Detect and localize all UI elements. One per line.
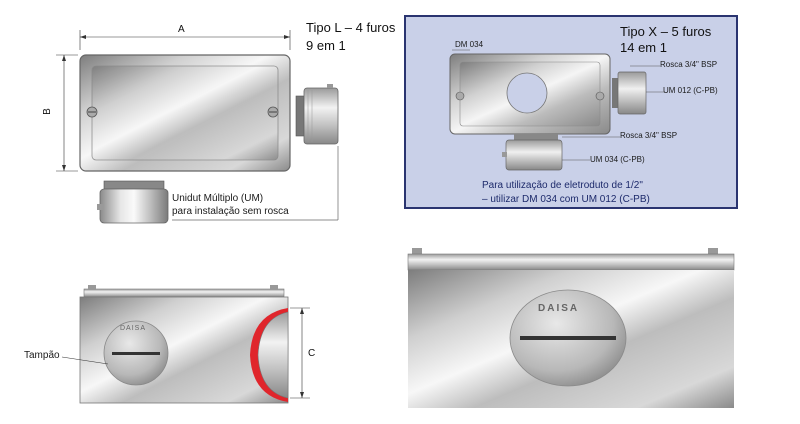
large-view-box — [407, 248, 735, 408]
tipo-l-box — [79, 54, 291, 172]
label-um012: UM 012 (C-PB) — [663, 86, 718, 95]
dimension-b-label: B — [41, 108, 53, 115]
dimension-c — [290, 307, 310, 399]
tipo-x-title-line1: Tipo X – 5 furos — [620, 24, 712, 39]
dimension-c-label: C — [308, 348, 316, 359]
tipo-x-note-line2: – utilizar DM 034 com UM 012 (C-PB) — [482, 194, 650, 205]
dimension-a — [79, 30, 291, 50]
tampao-leader — [61, 356, 109, 365]
tipo-l-bottom-unidut — [97, 180, 169, 224]
tipo-l-title-line2: 9 em 1 — [306, 38, 346, 53]
tipo-x-note-line1: Para utilização de eletroduto de 1/2" — [482, 180, 643, 191]
label-rosca-top: Rosca 3/4" BSP — [660, 60, 718, 69]
unidut-label-line2: para instalação sem rosca — [172, 206, 289, 217]
tipo-l-side-unidut — [172, 84, 339, 221]
label-rosca-mid: Rosca 3/4" BSP — [620, 131, 678, 140]
label-um034: UM 034 (C-PB) — [590, 155, 645, 164]
unidut-label-line1: Unidut Múltiplo (UM) — [172, 193, 264, 204]
brand-logo-small: DAISA — [120, 325, 147, 332]
dimension-a-label: A — [178, 24, 185, 35]
tipo-x-title-line2: 14 em 1 — [620, 40, 667, 55]
tipo-l-title-line1: Tipo L – 4 furos — [306, 20, 396, 35]
brand-logo-large: DAISA — [538, 303, 580, 314]
label-tampao: Tampão — [24, 350, 60, 361]
label-dm034: DM 034 — [455, 40, 484, 49]
dimension-b — [56, 54, 78, 172]
side-view-box — [79, 285, 289, 404]
